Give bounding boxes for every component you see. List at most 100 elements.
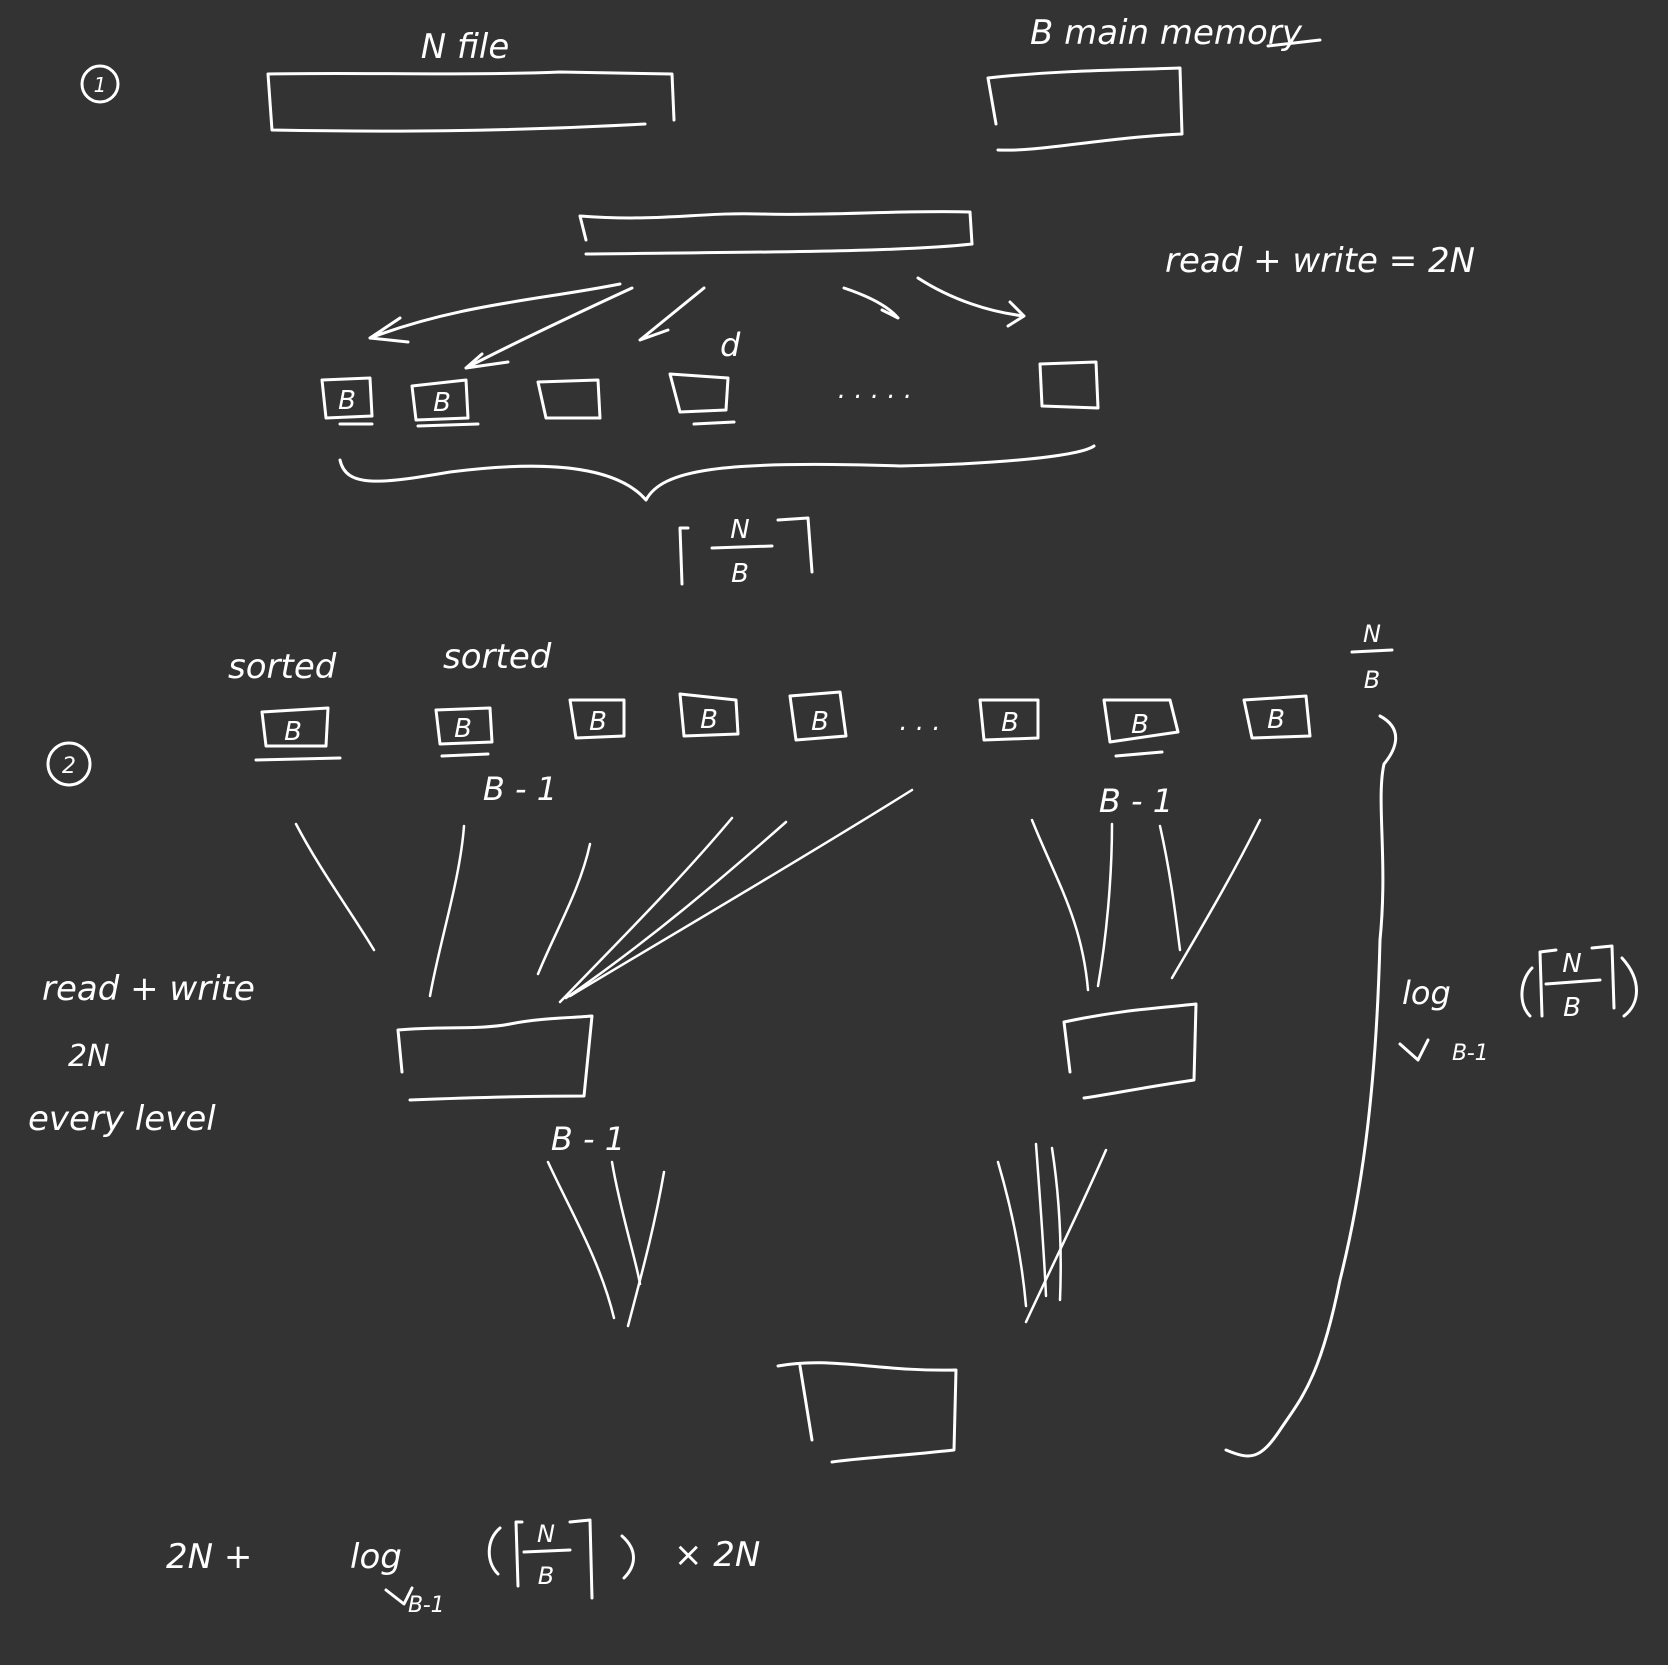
merge-line <box>1050 1146 1062 1302</box>
run-block-2 <box>410 378 480 428</box>
merge-line <box>294 822 376 952</box>
merge-line <box>626 1170 666 1328</box>
merge-lines-level-2 <box>546 1142 1108 1328</box>
levels-numerator: N <box>1562 949 1581 979</box>
sorted-run-8 <box>1242 694 1312 740</box>
runs-denominator: B <box>731 559 749 589</box>
levels-paren-right <box>1620 956 1638 1018</box>
levels-brace <box>1224 714 1398 1458</box>
run-block-1-label: B <box>338 386 356 416</box>
section-1-number: 1 <box>94 73 107 97</box>
merge-line <box>568 788 914 998</box>
levels-log: log <box>1402 974 1451 1012</box>
side-note: read + write 2N every level <box>28 969 255 1139</box>
total-ceil-right <box>568 1518 594 1600</box>
merge-line <box>536 842 592 976</box>
total-log: log <box>350 1537 402 1577</box>
total-ceil-left <box>514 1520 524 1588</box>
sorted-run-7-label: B <box>1131 710 1149 740</box>
side-note-line-2: 2N <box>68 1039 110 1074</box>
total-paren-left <box>487 1526 502 1576</box>
levels-denominator: B <box>1563 993 1581 1023</box>
sorted-run-3-label: B <box>589 707 607 737</box>
run-block-last <box>1038 360 1100 410</box>
sorted-run-8-label: B <box>1267 705 1285 735</box>
levels-base: B-1 <box>1452 1041 1489 1066</box>
side-note-line-1: read + write <box>42 969 255 1009</box>
run-block-2-label: B <box>433 388 451 418</box>
sorted-run-1 <box>254 706 342 762</box>
split-arrow-5 <box>916 276 1026 328</box>
section-2: 2 sorted sorted B B B B B . . . B B B N … <box>28 620 1638 1464</box>
merge-line <box>1170 818 1262 980</box>
sorted-run-2 <box>434 706 494 758</box>
levels-fraction-bar <box>1544 978 1602 986</box>
merge-line <box>1024 1148 1108 1324</box>
runs-numerator: N <box>730 515 749 545</box>
runs2-fraction-bar <box>1350 648 1394 654</box>
section-1-number-circle <box>80 64 120 104</box>
levels-ceil-left <box>1538 948 1558 1018</box>
runs-fraction-bar <box>710 544 774 550</box>
total-base: B-1 <box>408 1593 445 1618</box>
ceil-right-bracket <box>776 516 814 574</box>
file-label: N file <box>421 27 510 67</box>
levels-paren-left <box>1520 966 1534 1018</box>
sorted-run-7 <box>1102 698 1180 758</box>
sorted-run-6 <box>978 698 1040 742</box>
sorted-run-5 <box>788 690 848 742</box>
section-1: 1 N file B main memory read + write = 2N… <box>80 13 1475 589</box>
sorted-label-2: sorted <box>443 637 552 677</box>
merge-line <box>558 816 734 1004</box>
total-prefix: 2N + <box>166 1537 252 1577</box>
run-block-3 <box>536 378 602 420</box>
merge-line <box>1034 1142 1048 1298</box>
total-paren-right <box>620 1534 635 1580</box>
sorted-run-1-label: B <box>284 717 302 747</box>
loaded-memory-box <box>578 210 974 256</box>
split-arrow-3 <box>638 286 706 342</box>
section-2-number: 2 <box>62 754 76 779</box>
merge-lines-right <box>1030 818 1262 992</box>
runs2-denominator: B <box>1364 666 1380 694</box>
section-2-number-circle <box>46 741 92 787</box>
merge-line <box>1030 818 1090 992</box>
run-blocks-level-0: B B . . . . . <box>320 360 1100 428</box>
total-formula: 2N + log B-1 N B × 2N <box>166 1518 760 1618</box>
fanin-left-label: B - 1 <box>483 770 557 808</box>
run-blocks-ellipsis: . . . . . <box>838 375 912 405</box>
merged-run-left <box>396 1014 594 1102</box>
merge-lines-left <box>294 788 914 1004</box>
merged-run-right <box>1062 1002 1198 1100</box>
split-label: d <box>720 326 741 364</box>
run-block-1 <box>320 376 374 426</box>
main-memory-box <box>986 66 1184 152</box>
split-arrow-1 <box>368 282 622 344</box>
merge-line <box>1158 824 1182 952</box>
memory-label-underline <box>1266 38 1322 48</box>
sorted-run-4-label: B <box>700 705 718 735</box>
levels-log-hook <box>1398 1038 1430 1062</box>
split-arrow-4 <box>842 286 900 320</box>
total-fraction-bar <box>522 1548 572 1554</box>
total-suffix: × 2N <box>674 1535 760 1575</box>
merge-line <box>546 1160 616 1320</box>
merge-line <box>428 824 466 998</box>
total-log-hook <box>384 1586 414 1606</box>
sorted-label-1: sorted <box>228 647 337 687</box>
sorted-runs: B B B B B . . . B B B <box>254 690 1312 762</box>
sorted-run-4 <box>678 692 740 738</box>
runs-brace <box>338 444 1096 502</box>
runs2-numerator: N <box>1363 620 1381 648</box>
side-note-line-3: every level <box>28 1099 216 1139</box>
ceil-left-bracket <box>678 526 690 586</box>
input-file-box <box>266 70 676 133</box>
merge-line <box>1096 822 1114 988</box>
merge-line <box>564 820 788 1000</box>
io-note: read + write = 2N <box>1165 241 1475 281</box>
fanin-level2-label: B - 1 <box>551 1120 625 1158</box>
sorted-run-3 <box>568 698 626 740</box>
split-arrow-2 <box>464 286 634 370</box>
sorted-run-6-label: B <box>1001 708 1019 738</box>
